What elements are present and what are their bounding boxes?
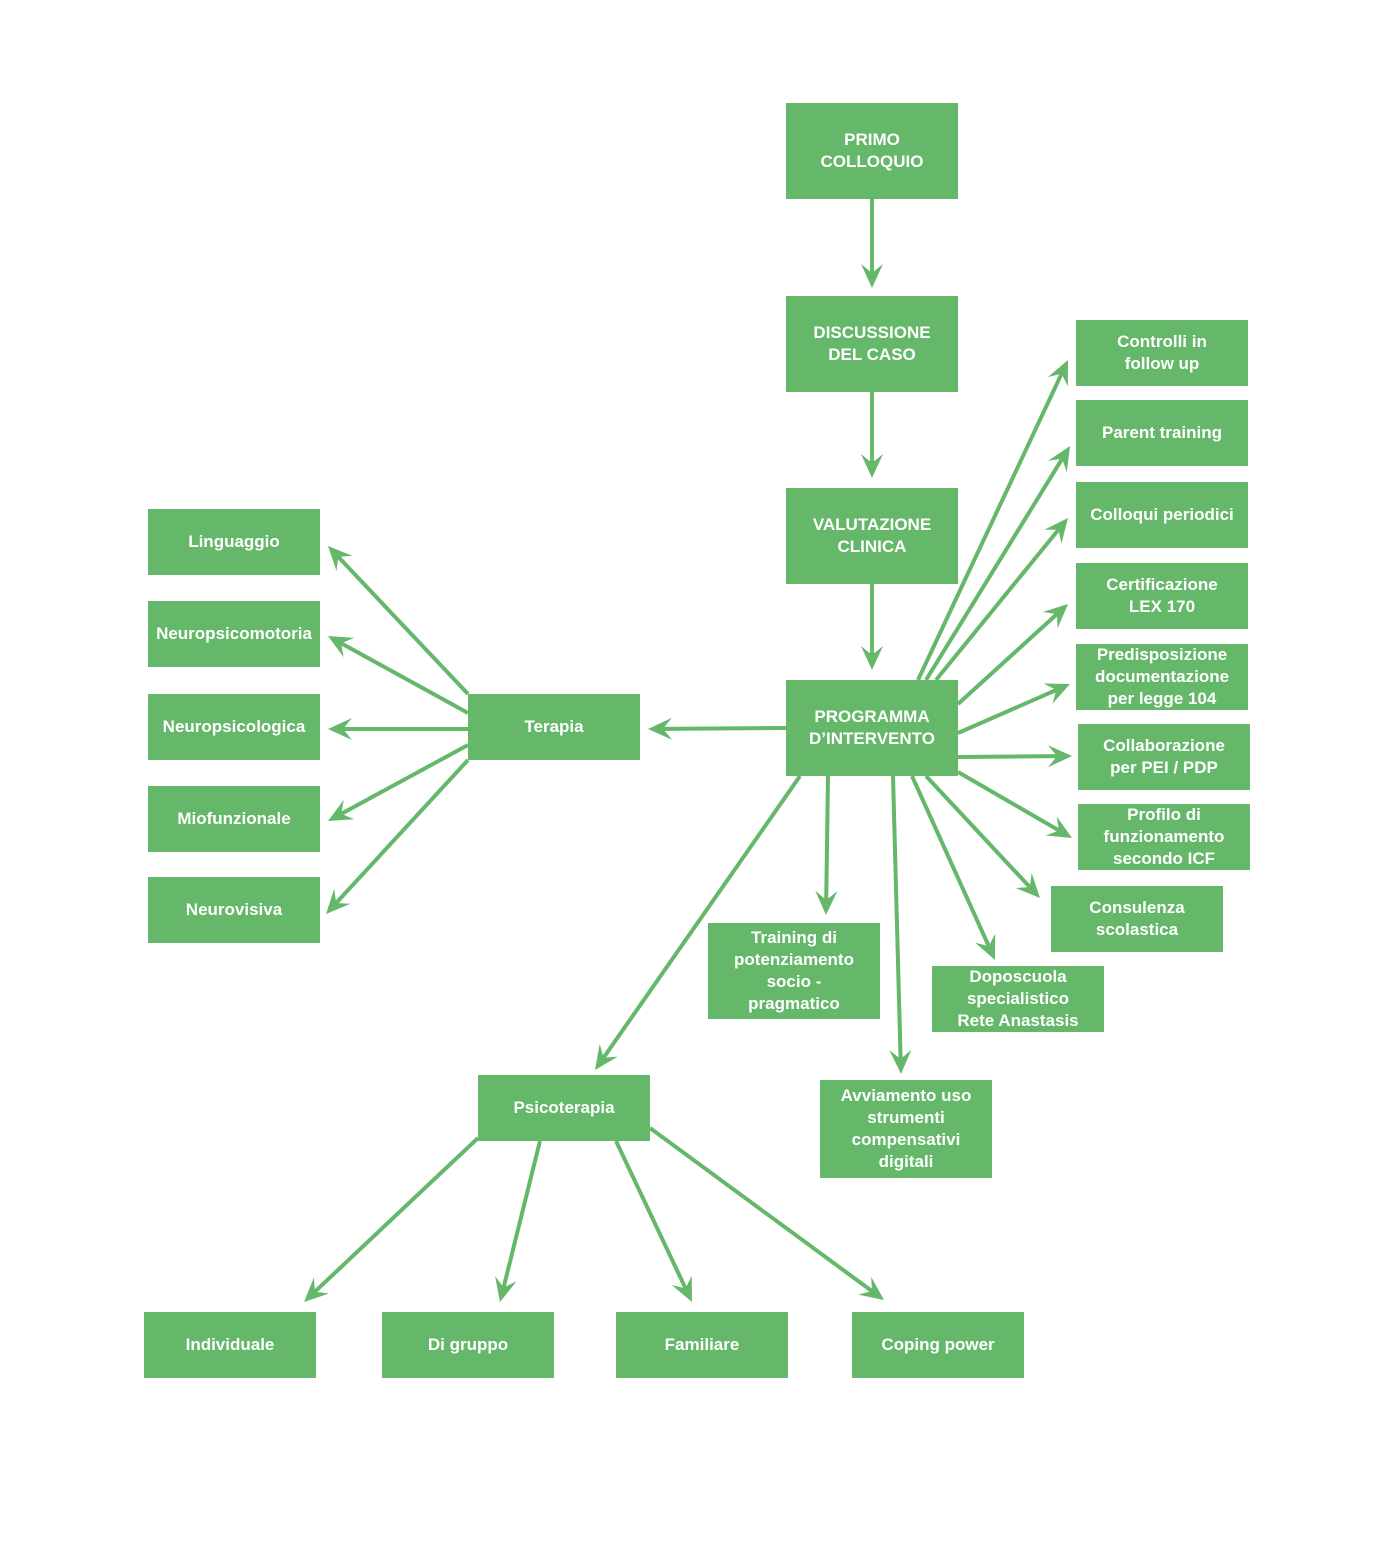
- node-terapia: Terapia: [468, 694, 640, 760]
- node-di-gruppo: Di gruppo: [382, 1312, 554, 1378]
- arrowhead-programma_intervento-to-training_potenziamento: [815, 890, 838, 915]
- node-miofunzionale: Miofunzionale: [148, 786, 320, 852]
- arrowhead-terapia-to-neuropsicomotoria: [328, 636, 355, 658]
- arrowhead-discussione_del_caso-to-valutazione_clinica: [861, 454, 883, 478]
- node-controlli-follow-up: Controlli in follow up: [1076, 320, 1248, 386]
- connector-terapia-to-neurovisiva: [334, 758, 470, 905]
- node-parent-training: Parent training: [1076, 400, 1248, 466]
- node-neuropsicomotoria: Neuropsicomotoria: [148, 601, 320, 667]
- connector-programma_intervento-to-collaborazione_pei: [957, 754, 1058, 759]
- connector-terapia-to-miofunzionale: [340, 743, 469, 816]
- node-profilo-funzionamento-icf: Profilo di funzionamento secondo ICF: [1078, 804, 1250, 870]
- arrowhead-psicoterapia-to-di_gruppo: [495, 1276, 517, 1302]
- node-primo-colloquio: PRIMO COLLOQUIO: [786, 103, 958, 199]
- node-collaborazione-pei-pdp: Collaborazione per PEI / PDP: [1078, 724, 1250, 790]
- arrowhead-terapia-to-neurovisiva: [326, 888, 351, 914]
- arrowhead-terapia-to-miofunzionale: [328, 799, 355, 821]
- connector-programma_intervento-to-controlli_follow_up: [916, 372, 1064, 681]
- arrowhead-valutazione_clinica-to-programma_intervento: [861, 646, 883, 670]
- node-psicoterapia: Psicoterapia: [478, 1075, 650, 1141]
- node-training-potenziamento: Training di potenziamento socio - pragma…: [708, 923, 880, 1019]
- arrowhead-programma_intervento-to-terapia: [648, 717, 673, 740]
- arrowhead-programma_intervento-to-controlli_follow_up: [1047, 360, 1068, 387]
- arrowhead-psicoterapia-to-familiare: [671, 1275, 692, 1302]
- connector-programma_intervento-to-colloqui_periodici: [934, 528, 1061, 682]
- node-predisposizione-documentazione: Predisposizione documentazione per legge…: [1076, 644, 1248, 710]
- connector-terapia-to-linguaggio: [336, 555, 470, 696]
- arrowhead-programma_intervento-to-colloqui_periodici: [1044, 518, 1068, 544]
- node-neurovisiva: Neurovisiva: [148, 877, 320, 943]
- connector-programma_intervento-to-avviamento_strumenti: [891, 775, 903, 1060]
- connector-programma_intervento-to-predisposizione_documentazione: [957, 688, 1058, 735]
- arrowhead-psicoterapia-to-coping_power: [858, 1276, 884, 1300]
- arrowhead-programma_intervento-to-parent_training: [1048, 446, 1070, 473]
- connector-programma_intervento-to-terapia: [662, 726, 787, 731]
- node-certificazione-lex-170: Certificazione LEX 170: [1076, 563, 1248, 629]
- node-discussione-del-caso: DISCUSSIONE DEL CASO: [786, 296, 958, 392]
- arrowhead-psicoterapia-to-individuale: [304, 1277, 329, 1302]
- arrowhead-programma_intervento-to-consulenza_scolastica: [1015, 873, 1040, 898]
- node-familiare: Familiare: [616, 1312, 788, 1378]
- connector-programma_intervento-to-certificazione_lex: [956, 612, 1059, 706]
- connector-programma_intervento-to-profilo_funzionamento: [956, 770, 1061, 833]
- connector-terapia-to-neuropsicomotoria: [340, 641, 469, 715]
- arrowhead-programma_intervento-to-collaborazione_pei: [1047, 745, 1072, 768]
- connector-psicoterapia-to-di_gruppo: [501, 1140, 542, 1288]
- arrowhead-programma_intervento-to-certificazione_lex: [1042, 604, 1068, 629]
- arrowhead-programma_intervento-to-predisposizione_documentazione: [1043, 683, 1070, 704]
- node-linguaggio: Linguaggio: [148, 509, 320, 575]
- node-programma-intervento: PROGRAMMA D’INTERVENTO: [786, 680, 958, 776]
- connector-programma_intervento-to-psicoterapia: [601, 774, 802, 1059]
- node-coping-power: Coping power: [852, 1312, 1024, 1378]
- arrowhead-terapia-to-neuropsicologica: [328, 718, 352, 740]
- connector-psicoterapia-to-individuale: [313, 1136, 480, 1294]
- node-colloqui-periodici: Colloqui periodici: [1076, 482, 1248, 548]
- arrowhead-programma_intervento-to-profilo_funzionamento: [1045, 816, 1072, 838]
- arrowhead-terapia-to-linguaggio: [328, 546, 353, 571]
- connector-programma_intervento-to-doposcuola: [910, 775, 991, 948]
- connector-programma_intervento-to-consulenza_scolastica: [924, 774, 1032, 889]
- node-avviamento-strumenti-compensativi: Avviamento uso strumenti compensativi di…: [820, 1080, 992, 1178]
- node-consulenza-scolastica: Consulenza scolastica: [1051, 886, 1223, 952]
- connector-programma_intervento-to-parent_training: [924, 457, 1064, 682]
- node-individuale: Individuale: [144, 1312, 316, 1378]
- node-doposcuola-specialistico: Doposcuola specialistico Rete Anastasis: [932, 966, 1104, 1032]
- connector-psicoterapia-to-coping_power: [648, 1126, 874, 1293]
- arrowhead-programma_intervento-to-avviamento_strumenti: [889, 1049, 912, 1074]
- node-valutazione-clinica: VALUTAZIONE CLINICA: [786, 488, 958, 584]
- arrowhead-programma_intervento-to-psicoterapia: [595, 1044, 618, 1070]
- node-neuropsicologica: Neuropsicologica: [148, 694, 320, 760]
- connector-psicoterapia-to-familiare: [614, 1140, 688, 1290]
- arrowhead-primo_colloquio-to-discussione_del_caso: [861, 264, 883, 288]
- connector-programma_intervento-to-training_potenziamento: [824, 775, 830, 901]
- arrowhead-programma_intervento-to-doposcuola: [975, 933, 996, 960]
